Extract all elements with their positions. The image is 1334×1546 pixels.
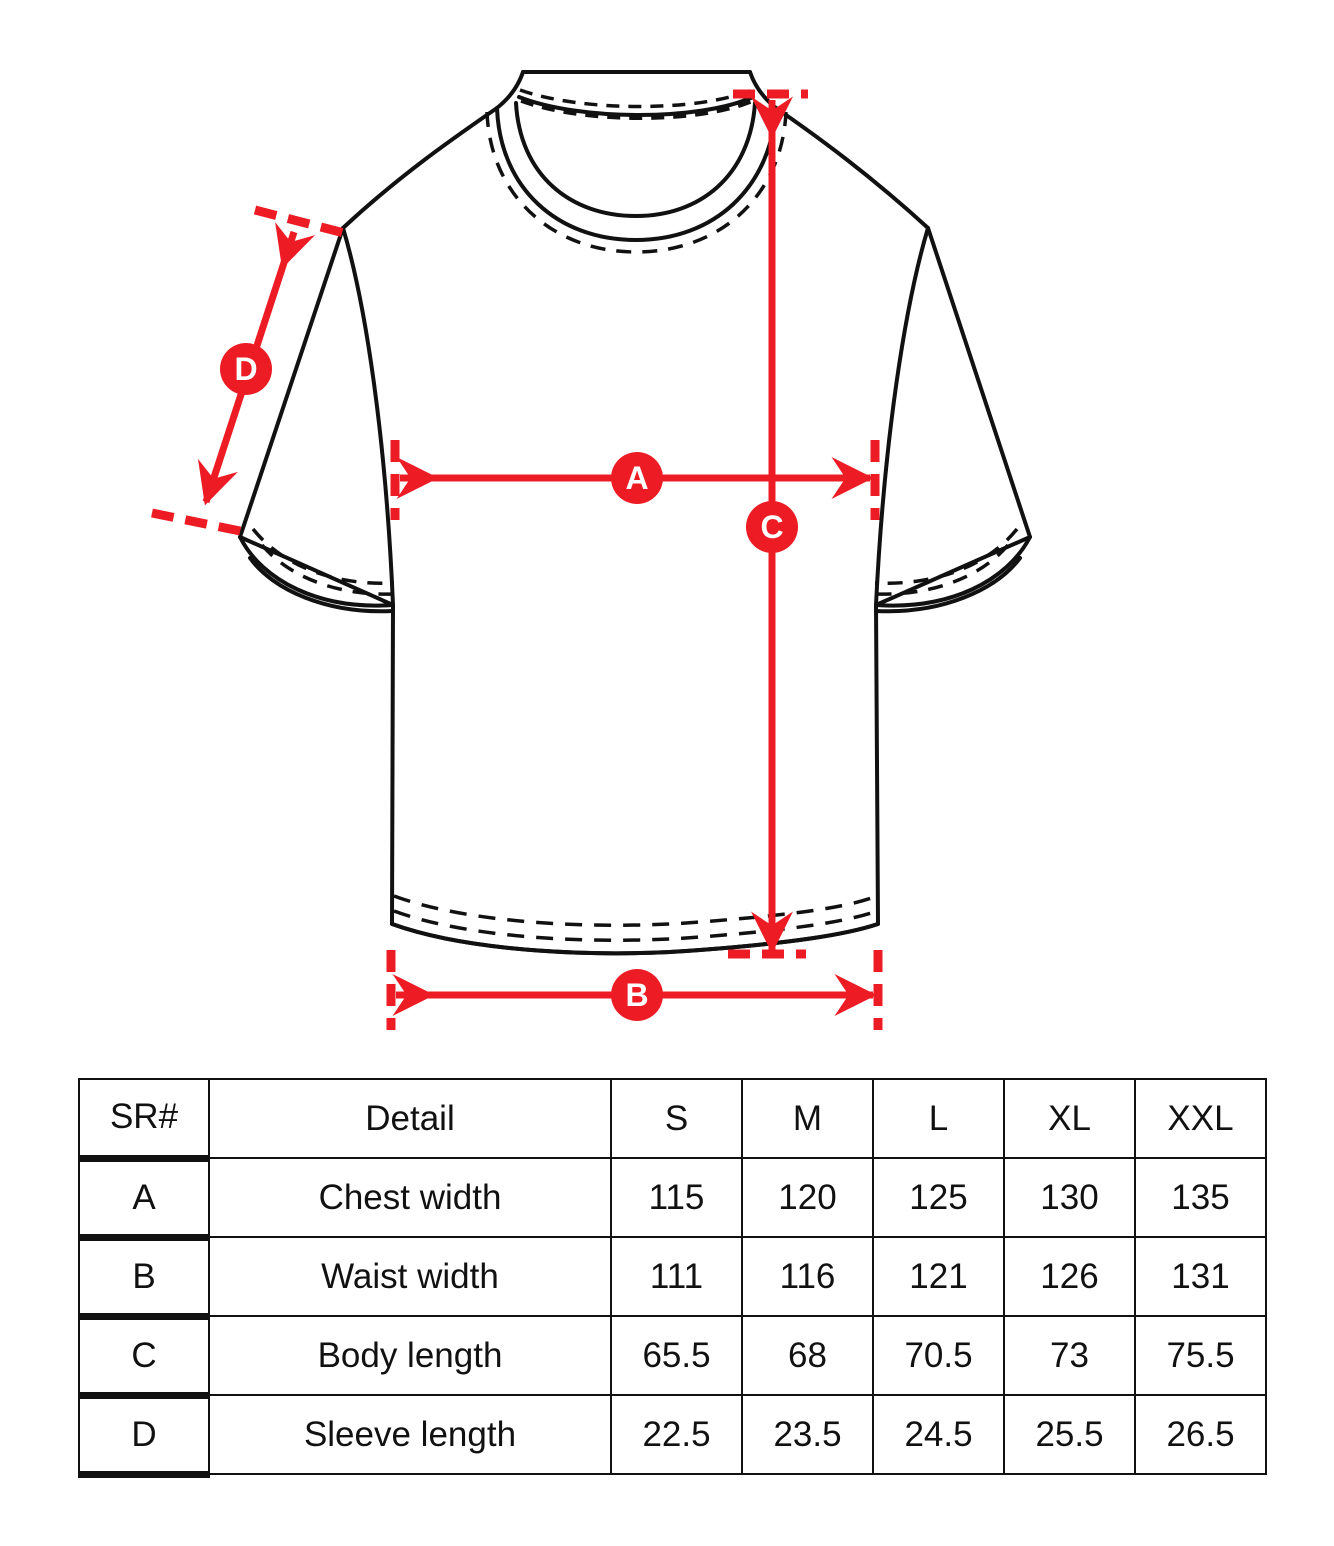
- cell-value-l: 121: [872, 1236, 1005, 1317]
- callout-C-body-length: C: [728, 89, 808, 959]
- cell-value-xl: 130: [1003, 1157, 1136, 1238]
- bottom-hem-stitch-1: [393, 894, 878, 928]
- sleeve-stitch-left-1: [251, 527, 395, 585]
- sleeve-hem-fold-left: [238, 535, 394, 608]
- size-table: SR# Detail S M L XL XXL A Chest width 11…: [78, 1078, 1267, 1478]
- A-badge-label: A: [625, 460, 648, 496]
- cell-value-l: 24.5: [872, 1394, 1005, 1475]
- cell-value-m: 116: [741, 1236, 874, 1317]
- bottom-hem-stitch-2: [393, 909, 878, 943]
- cell-detail: Sleeve length: [208, 1394, 612, 1475]
- cell-value-xl: 73: [1003, 1315, 1136, 1396]
- bottom-hem-edge: [390, 922, 880, 956]
- sleeve-hem-inner-right: [874, 556, 1022, 614]
- header-detail: Detail: [208, 1078, 612, 1159]
- measurement-callouts-group: A C B: [151, 89, 883, 1030]
- A-badge-circle: [611, 452, 663, 504]
- header-size-xl: XL: [1003, 1078, 1136, 1159]
- tshirt-technical-drawing: A C B: [151, 70, 1032, 1030]
- sleeve-stitch-right-2: [874, 543, 1010, 596]
- sleeve-stitch-left-2: [260, 543, 395, 596]
- header-size-m: M: [741, 1078, 874, 1159]
- cell-value-l: 70.5: [872, 1315, 1005, 1396]
- cell-value-m: 23.5: [741, 1394, 874, 1475]
- cell-value-s: 22.5: [610, 1394, 743, 1475]
- size-table-container: SR# Detail S M L XL XXL A Chest width 11…: [78, 1078, 1267, 1478]
- tshirt-diagram: A C B: [151, 70, 1032, 1030]
- collar-rib-lower: [517, 95, 755, 117]
- armhole-seam-right: [874, 226, 930, 607]
- table-row: A Chest width 115 120 125 130 135: [78, 1157, 1267, 1241]
- sleeve-stitch-right-1: [874, 527, 1019, 585]
- topstitching-group: [251, 88, 1019, 943]
- cell-value-xxl: 131: [1134, 1236, 1267, 1317]
- cell-value-xxl: 26.5: [1134, 1394, 1267, 1475]
- cell-value-s: 115: [610, 1157, 743, 1238]
- cell-value-m: 120: [741, 1157, 874, 1238]
- cell-value-m: 68: [741, 1315, 874, 1396]
- cell-detail: Waist width: [208, 1236, 612, 1317]
- B-badge-label: B: [625, 977, 648, 1013]
- cell-value-s: 111: [610, 1236, 743, 1317]
- D-badge-label: D: [234, 351, 257, 387]
- table-row: C Body length 65.5 68 70.5 73 75.5: [78, 1315, 1267, 1399]
- B-badge-circle: [611, 969, 663, 1021]
- collar-stitch-row-1: [519, 88, 753, 109]
- neckline-stitch: [485, 111, 788, 254]
- callout-D-sleeve-length: D: [151, 205, 354, 538]
- table-row: B Waist width 111 116 121 126 131: [78, 1236, 1267, 1320]
- cell-value-xxl: 135: [1134, 1157, 1267, 1238]
- tshirt-body-outline: [238, 70, 1032, 956]
- D-extension-bottom: [151, 508, 251, 538]
- callout-B-waist-width: B: [386, 950, 883, 1030]
- C-badge-circle: [746, 501, 798, 553]
- collar-stitch-row-2: [520, 99, 754, 120]
- cell-sr: C: [78, 1315, 210, 1399]
- cell-value-s: 65.5: [610, 1315, 743, 1396]
- cell-detail: Body length: [208, 1315, 612, 1396]
- C-badge-label: C: [760, 509, 783, 545]
- cell-sr: D: [78, 1394, 210, 1478]
- cell-sr: A: [78, 1157, 210, 1241]
- D-extension-top: [253, 205, 354, 240]
- callout-A-chest-width: A: [390, 440, 880, 520]
- header-size-l: L: [872, 1078, 1005, 1159]
- header-size-s: S: [610, 1078, 743, 1159]
- sleeve-hem-inner-left: [248, 556, 394, 614]
- cell-value-xl: 25.5: [1003, 1394, 1136, 1475]
- cell-detail: Chest width: [208, 1157, 612, 1238]
- garment-outline-group: [238, 70, 1032, 956]
- cell-sr: B: [78, 1236, 210, 1320]
- cell-value-xl: 126: [1003, 1236, 1136, 1317]
- cell-value-xxl: 75.5: [1134, 1315, 1267, 1396]
- neck-opening-inner: [514, 101, 757, 218]
- header-size-xxl: XXL: [1134, 1078, 1267, 1159]
- size-table-body: A Chest width 115 120 125 130 135 B Wais…: [78, 1157, 1267, 1478]
- sleeve-hem-fold-right: [874, 535, 1032, 608]
- table-row: D Sleeve length 22.5 23.5 24.5 25.5 26.5: [78, 1394, 1267, 1478]
- D-badge-circle: [220, 343, 272, 395]
- armhole-seam-left: [341, 226, 395, 607]
- cell-value-l: 125: [872, 1157, 1005, 1238]
- table-header-row: SR# Detail S M L XL XXL: [78, 1078, 1267, 1162]
- size-table-head: SR# Detail S M L XL XXL: [78, 1078, 1267, 1162]
- header-sr: SR#: [78, 1078, 210, 1162]
